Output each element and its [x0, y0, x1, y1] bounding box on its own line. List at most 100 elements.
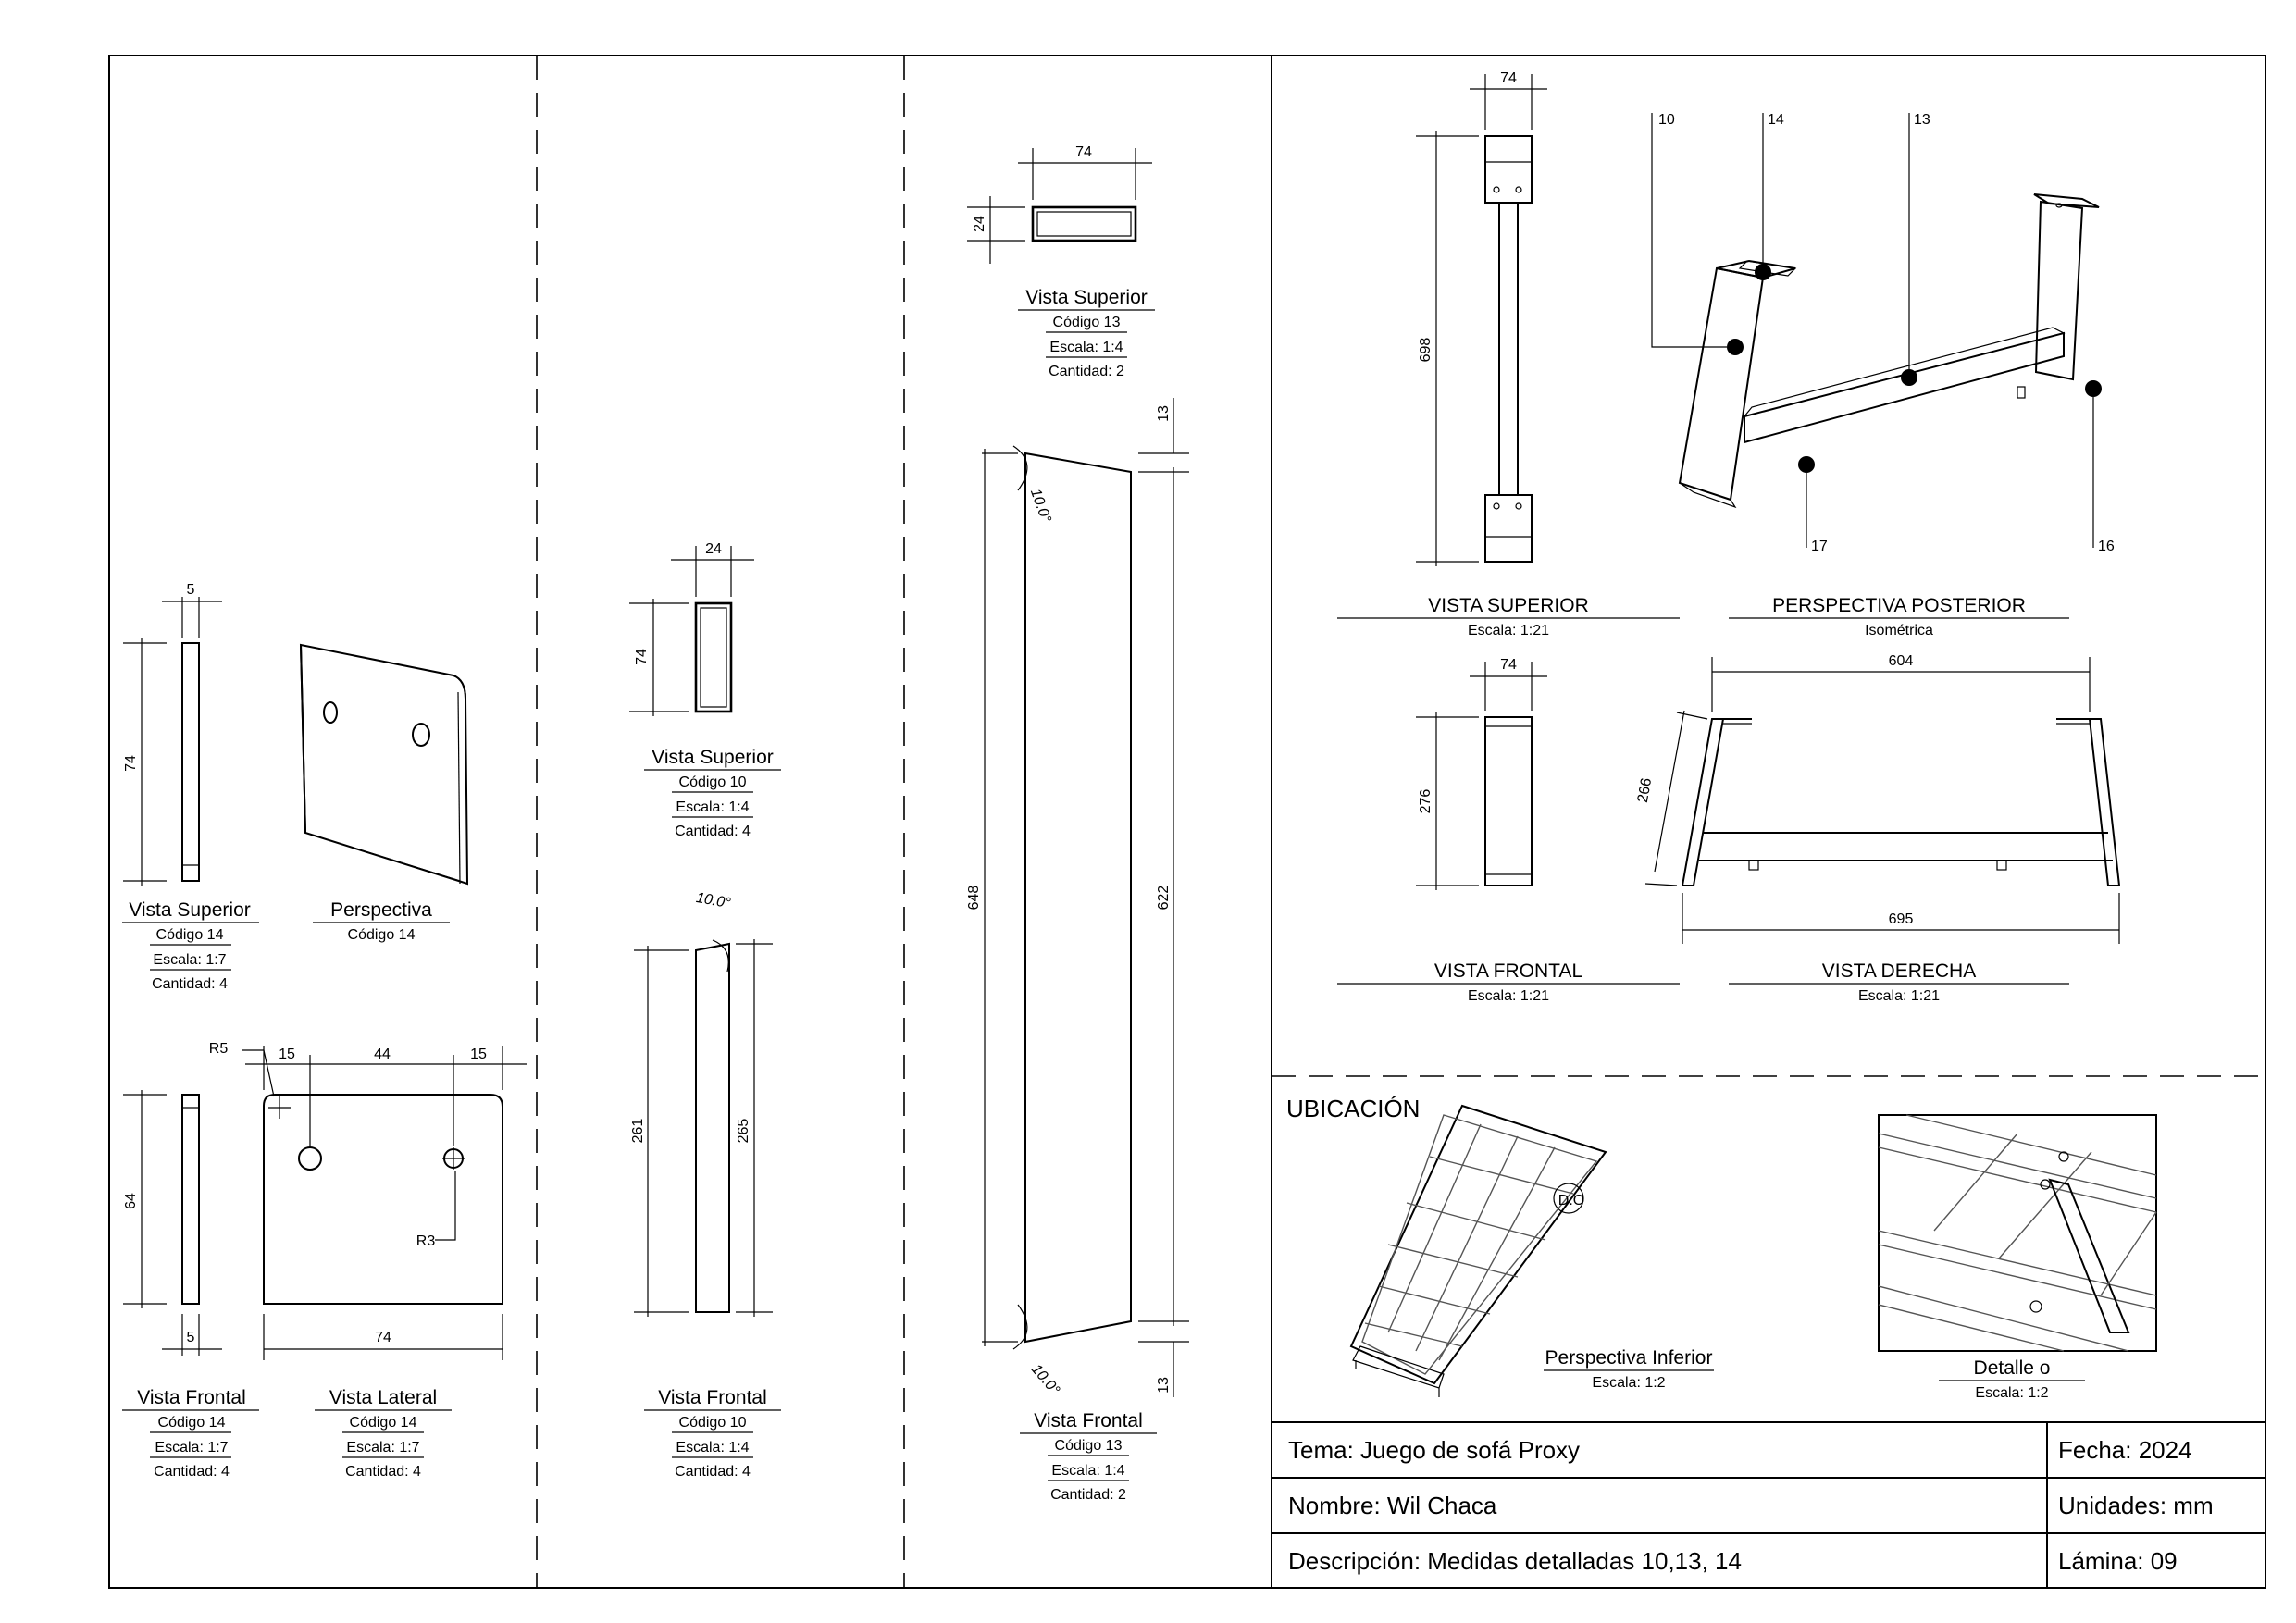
- vista-superior-assembly-title: VISTA SUPERIOR: [1428, 595, 1589, 616]
- vista-superior-14-title: Vista Superior: [129, 899, 251, 921]
- vista-derecha-title: VISTA DERECHA: [1822, 960, 1976, 982]
- vista-frontal-assembly-label: VISTA FRONTAL Escala: 1:21: [1337, 960, 1680, 1004]
- ubicacion-heading: UBICACIÓN: [1286, 1095, 1420, 1122]
- detalle-label: Detalle o Escala: 1:2: [1939, 1357, 2085, 1401]
- vista-superior-assembly-label: VISTA SUPERIOR Escala: 1:21: [1337, 595, 1680, 638]
- assembly-panel: 74 698 10 14 13 1: [1337, 70, 2121, 1004]
- vista-superior-14-cantidad: Cantidad: 4: [152, 976, 228, 992]
- vista-frontal-13-cantidad: Cantidad: 2: [1050, 1487, 1126, 1503]
- vista-superior-10-label: Vista Superior Código 10 Escala: 1:4 Can…: [644, 747, 781, 839]
- vista-lateral-14-cantidad: Cantidad: 4: [345, 1464, 421, 1480]
- right-mid-panel: 74 24 Vista Superior Código 13 Escala: 1…: [966, 144, 1189, 1503]
- vista-derecha-escala: Escala: 1:21: [1858, 988, 1940, 1004]
- balloon-14: 14: [1768, 112, 1784, 128]
- balloon-10: 10: [1658, 112, 1675, 128]
- vista-superior-14-codigo: Código 14: [156, 927, 224, 943]
- dim-604: 604: [1889, 653, 1914, 669]
- dim-648: 648: [966, 886, 982, 911]
- vista-frontal-13-codigo: Código 13: [1055, 1438, 1123, 1454]
- vista-frontal-assembly-escala: Escala: 1:21: [1468, 988, 1549, 1004]
- vista-superior-10-cantidad: Cantidad: 4: [675, 824, 751, 839]
- perspectiva-posterior-sub: Isométrica: [1865, 623, 1933, 638]
- vista-superior-10-title: Vista Superior: [652, 747, 774, 768]
- dim-276: 276: [1418, 789, 1433, 814]
- vista-lateral-14-escala: Escala: 1:7: [346, 1440, 419, 1456]
- dim-24-13: 24: [972, 216, 987, 232]
- vista-frontal-10-label: Vista Frontal Código 10 Escala: 1:4 Cant…: [644, 1387, 781, 1480]
- dim-266: 266: [1635, 777, 1655, 804]
- detalle-escala: Escala: 1:2: [1975, 1385, 2048, 1401]
- dim-angle-13-bottom: 10.0°: [1028, 1361, 1063, 1398]
- vista-frontal-14-cantidad: Cantidad: 4: [154, 1464, 230, 1480]
- dim-13-bottom: 13: [1156, 1377, 1172, 1394]
- mid-panel: 24 74 Vista Superior Código 10 Escala: 1…: [629, 541, 781, 1480]
- dim-13-top: 13: [1156, 405, 1172, 422]
- left-panel: 5 74 Vista Superior Código 14 Escala: 1:…: [122, 582, 527, 1480]
- dim-698: 698: [1418, 338, 1433, 363]
- dim-5-top: 5: [187, 582, 195, 598]
- title-block-lamina: Lámina: 09: [2058, 1547, 2178, 1575]
- vista-frontal-assembly-title: VISTA FRONTAL: [1434, 960, 1582, 982]
- vista-superior-10-codigo: Código 10: [679, 774, 747, 790]
- detalle-drawing: [1878, 1114, 2157, 1352]
- vista-superior-10-escala: Escala: 1:4: [676, 799, 749, 815]
- vista-superior-13-escala: Escala: 1:4: [1049, 340, 1123, 355]
- vista-frontal-14-title: Vista Frontal: [137, 1387, 246, 1408]
- vista-frontal-10-title: Vista Frontal: [658, 1387, 767, 1408]
- dim-r5: R5: [209, 1041, 229, 1057]
- vista-superior-assembly-escala: Escala: 1:21: [1468, 623, 1549, 638]
- ubicacion-panel: UBICACIÓN D.O Perspectiva Inferior Escal…: [1286, 1095, 2157, 1401]
- dim-74-horizontal: 74: [375, 1330, 391, 1345]
- vista-lateral-14-codigo: Código 14: [350, 1415, 417, 1431]
- vista-superior-13-label: Vista Superior Código 13 Escala: 1:4 Can…: [1018, 287, 1155, 379]
- dim-265: 265: [736, 1119, 751, 1144]
- vista-superior-10-drawing: [629, 546, 754, 716]
- vista-frontal-14-codigo: Código 14: [158, 1415, 226, 1431]
- vista-frontal-13-drawing: [982, 398, 1189, 1397]
- title-block-nombre: Nombre: Wil Chaca: [1288, 1492, 1497, 1519]
- dim-74-mid: 74: [634, 649, 650, 665]
- dim-261: 261: [630, 1119, 646, 1144]
- perspectiva-posterior-drawing: [1651, 113, 2102, 548]
- vista-lateral-14-label: Vista Lateral Código 14 Escala: 1:7 Cant…: [315, 1387, 452, 1480]
- detail-callout-mark: D.O: [1558, 1193, 1584, 1208]
- perspectiva-14-drawing: [299, 643, 469, 886]
- perspectiva-inferior-escala: Escala: 1:2: [1592, 1375, 1665, 1391]
- dim-695: 695: [1889, 911, 1914, 927]
- vista-lateral-14-title: Vista Lateral: [329, 1387, 437, 1408]
- perspectiva-14-title: Perspectiva: [330, 899, 432, 921]
- perspectiva-inferior-title: Perspectiva Inferior: [1545, 1347, 1713, 1369]
- vista-frontal-14-drawing: [123, 1090, 222, 1356]
- dim-74-assembly-front: 74: [1500, 657, 1517, 673]
- title-block-tema: Tema: Juego de sofá Proxy: [1288, 1436, 1580, 1464]
- perspectiva-14-label: Perspectiva Código 14: [313, 899, 450, 943]
- title-block: Tema: Juego de sofá Proxy Fecha: 2024 No…: [1271, 1421, 2266, 1589]
- dim-15-right: 15: [470, 1047, 487, 1062]
- vista-superior-13-drawing: [967, 148, 1152, 264]
- dim-angle-13-top: 10.0°: [1027, 487, 1054, 526]
- vista-frontal-10-drawing: [634, 939, 773, 1317]
- detalle-title: Detalle o: [1974, 1357, 2051, 1379]
- vista-superior-13-title: Vista Superior: [1025, 287, 1148, 308]
- dim-74-assembly-top: 74: [1500, 70, 1517, 86]
- perspectiva-inferior-drawing: [1349, 1104, 1607, 1397]
- vista-frontal-13-escala: Escala: 1:4: [1051, 1463, 1124, 1479]
- vista-frontal-assembly-drawing: [1416, 662, 1547, 890]
- vista-superior-13-codigo: Código 13: [1053, 315, 1121, 330]
- vista-lateral-14-drawing: [242, 1046, 527, 1360]
- vista-superior-14-escala: Escala: 1:7: [153, 952, 226, 968]
- vista-superior-13-cantidad: Cantidad: 2: [1049, 364, 1124, 379]
- dim-44: 44: [374, 1047, 391, 1062]
- dim-74-vertical: 74: [123, 755, 139, 772]
- perspectiva-posterior-title: PERSPECTIVA POSTERIOR: [1772, 595, 2026, 616]
- vista-superior-assembly-drawing: [1416, 74, 1547, 566]
- dim-622: 622: [1156, 886, 1172, 911]
- dim-15-left: 15: [279, 1047, 295, 1062]
- vista-frontal-13-label: Vista Frontal Código 13 Escala: 1:4 Cant…: [1020, 1410, 1157, 1503]
- vista-frontal-10-cantidad: Cantidad: 4: [675, 1464, 751, 1480]
- title-block-unidades: Unidades: mm: [2058, 1492, 2214, 1519]
- vista-frontal-10-codigo: Código 10: [679, 1415, 747, 1431]
- dim-64: 64: [123, 1193, 139, 1209]
- vista-frontal-14-escala: Escala: 1:7: [155, 1440, 228, 1456]
